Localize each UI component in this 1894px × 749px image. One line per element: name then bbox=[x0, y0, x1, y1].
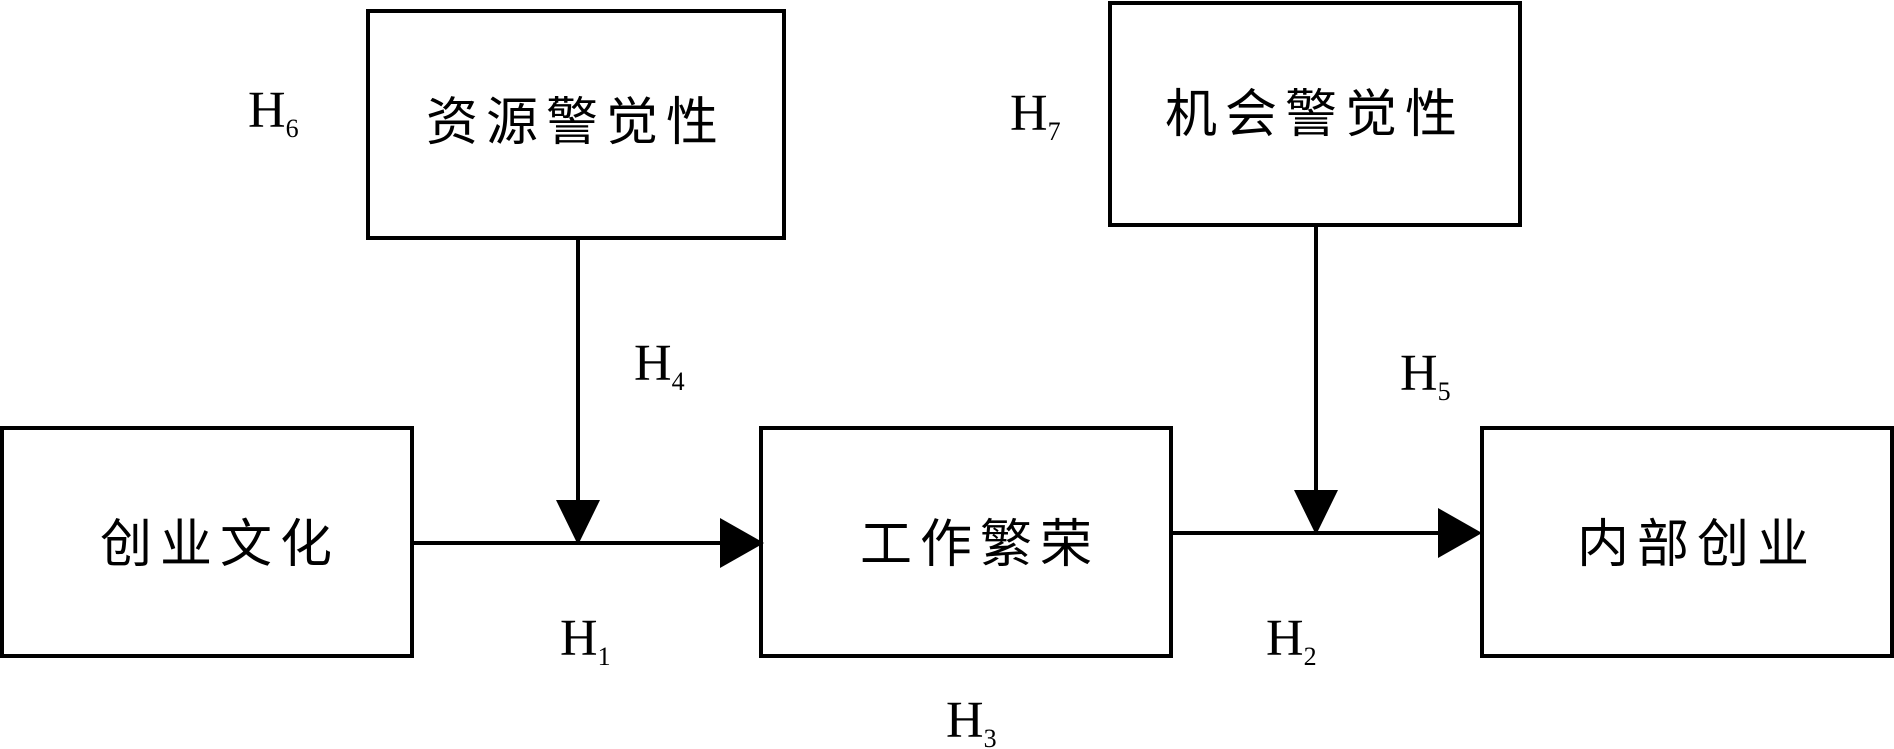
corporate-entrepreneurship-label: 内部创业 bbox=[1577, 515, 1817, 575]
opportunity-alertness-label: 机会警觉性 bbox=[1165, 85, 1465, 145]
moderator-arrowhead-resource-alertness bbox=[556, 500, 600, 545]
hypothesis-h3: H3 bbox=[946, 692, 997, 749]
entrepreneurial-culture-label: 创业文化 bbox=[100, 515, 340, 575]
hypothesis-h7: H7 bbox=[1010, 85, 1061, 146]
hypothesis-h4: H4 bbox=[634, 335, 685, 396]
thriving-at-work-label: 工作繁荣 bbox=[860, 515, 1100, 575]
hypothesis-h6: H6 bbox=[248, 82, 299, 143]
corporate-entrepreneurship-box bbox=[1480, 426, 1894, 658]
arrowhead-culture-to-thriving bbox=[720, 518, 764, 568]
hypothesis-h1: H1 bbox=[560, 610, 611, 671]
arrowhead-thriving-to-entrepreneurship bbox=[1438, 508, 1482, 558]
resource-alertness-label: 资源警觉性 bbox=[426, 93, 726, 153]
hypothesis-h2: H2 bbox=[1266, 610, 1317, 671]
hypothesis-h5: H5 bbox=[1400, 345, 1451, 406]
moderator-arrowhead-opportunity-alertness bbox=[1294, 490, 1338, 535]
